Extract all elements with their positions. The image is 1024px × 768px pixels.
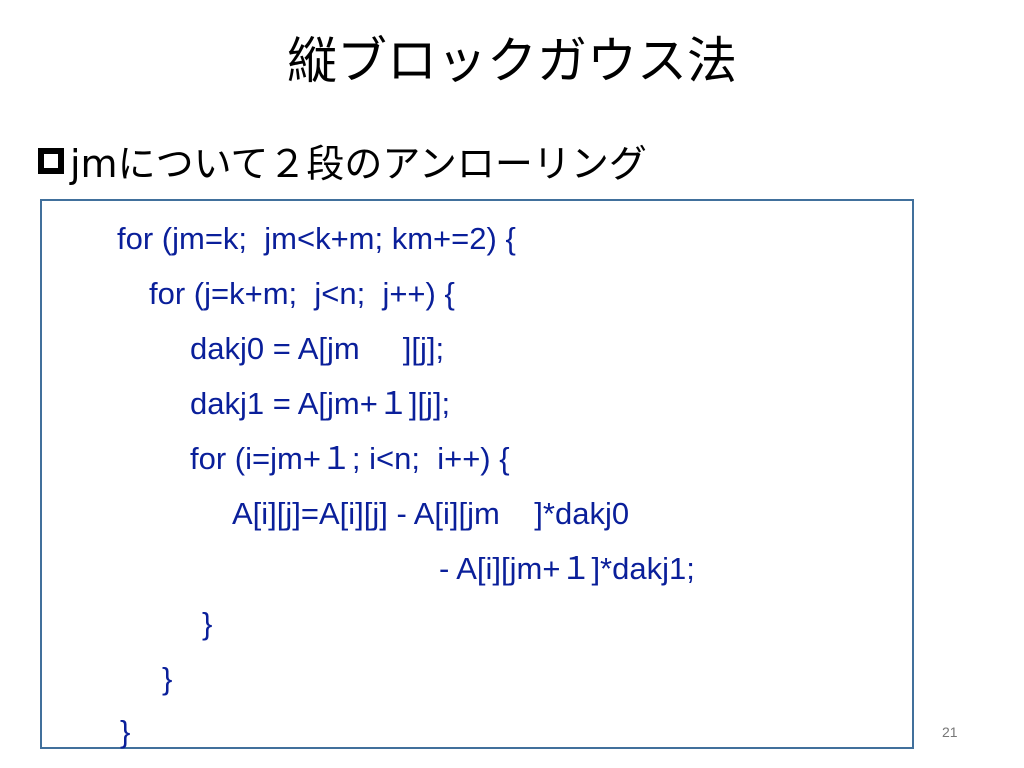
code-line: }	[202, 606, 213, 641]
code-line: - A[i][jm+１]*dakj1;	[439, 551, 695, 586]
code-line: }	[120, 714, 131, 749]
code-line: A[i][j]=A[i][j] - A[i][jm ]*dakj0	[232, 496, 630, 531]
slide-title: 縦ブロックガウス法	[287, 32, 737, 90]
code-line: for (i=jm+１; i<n; i++) {	[190, 441, 510, 476]
code-box: for (jm=k; jm<k+m; km+=2) { for (j=k+m; …	[40, 199, 914, 749]
page-number: 21	[942, 724, 958, 740]
square-bullet-icon	[38, 148, 64, 174]
bullet-item: jmについて２段のアンローリング	[38, 132, 647, 188]
bullet-text: jmについて２段のアンローリング	[70, 141, 647, 186]
code-line: }	[162, 661, 173, 696]
code-line: for (j=k+m; j<n; j++) {	[149, 276, 455, 311]
code-line: dakj0 = A[jm ][j];	[190, 331, 445, 366]
code-line: dakj1 = A[jm+１][j];	[190, 386, 451, 421]
code-line: for (jm=k; jm<k+m; km+=2) {	[117, 221, 516, 256]
